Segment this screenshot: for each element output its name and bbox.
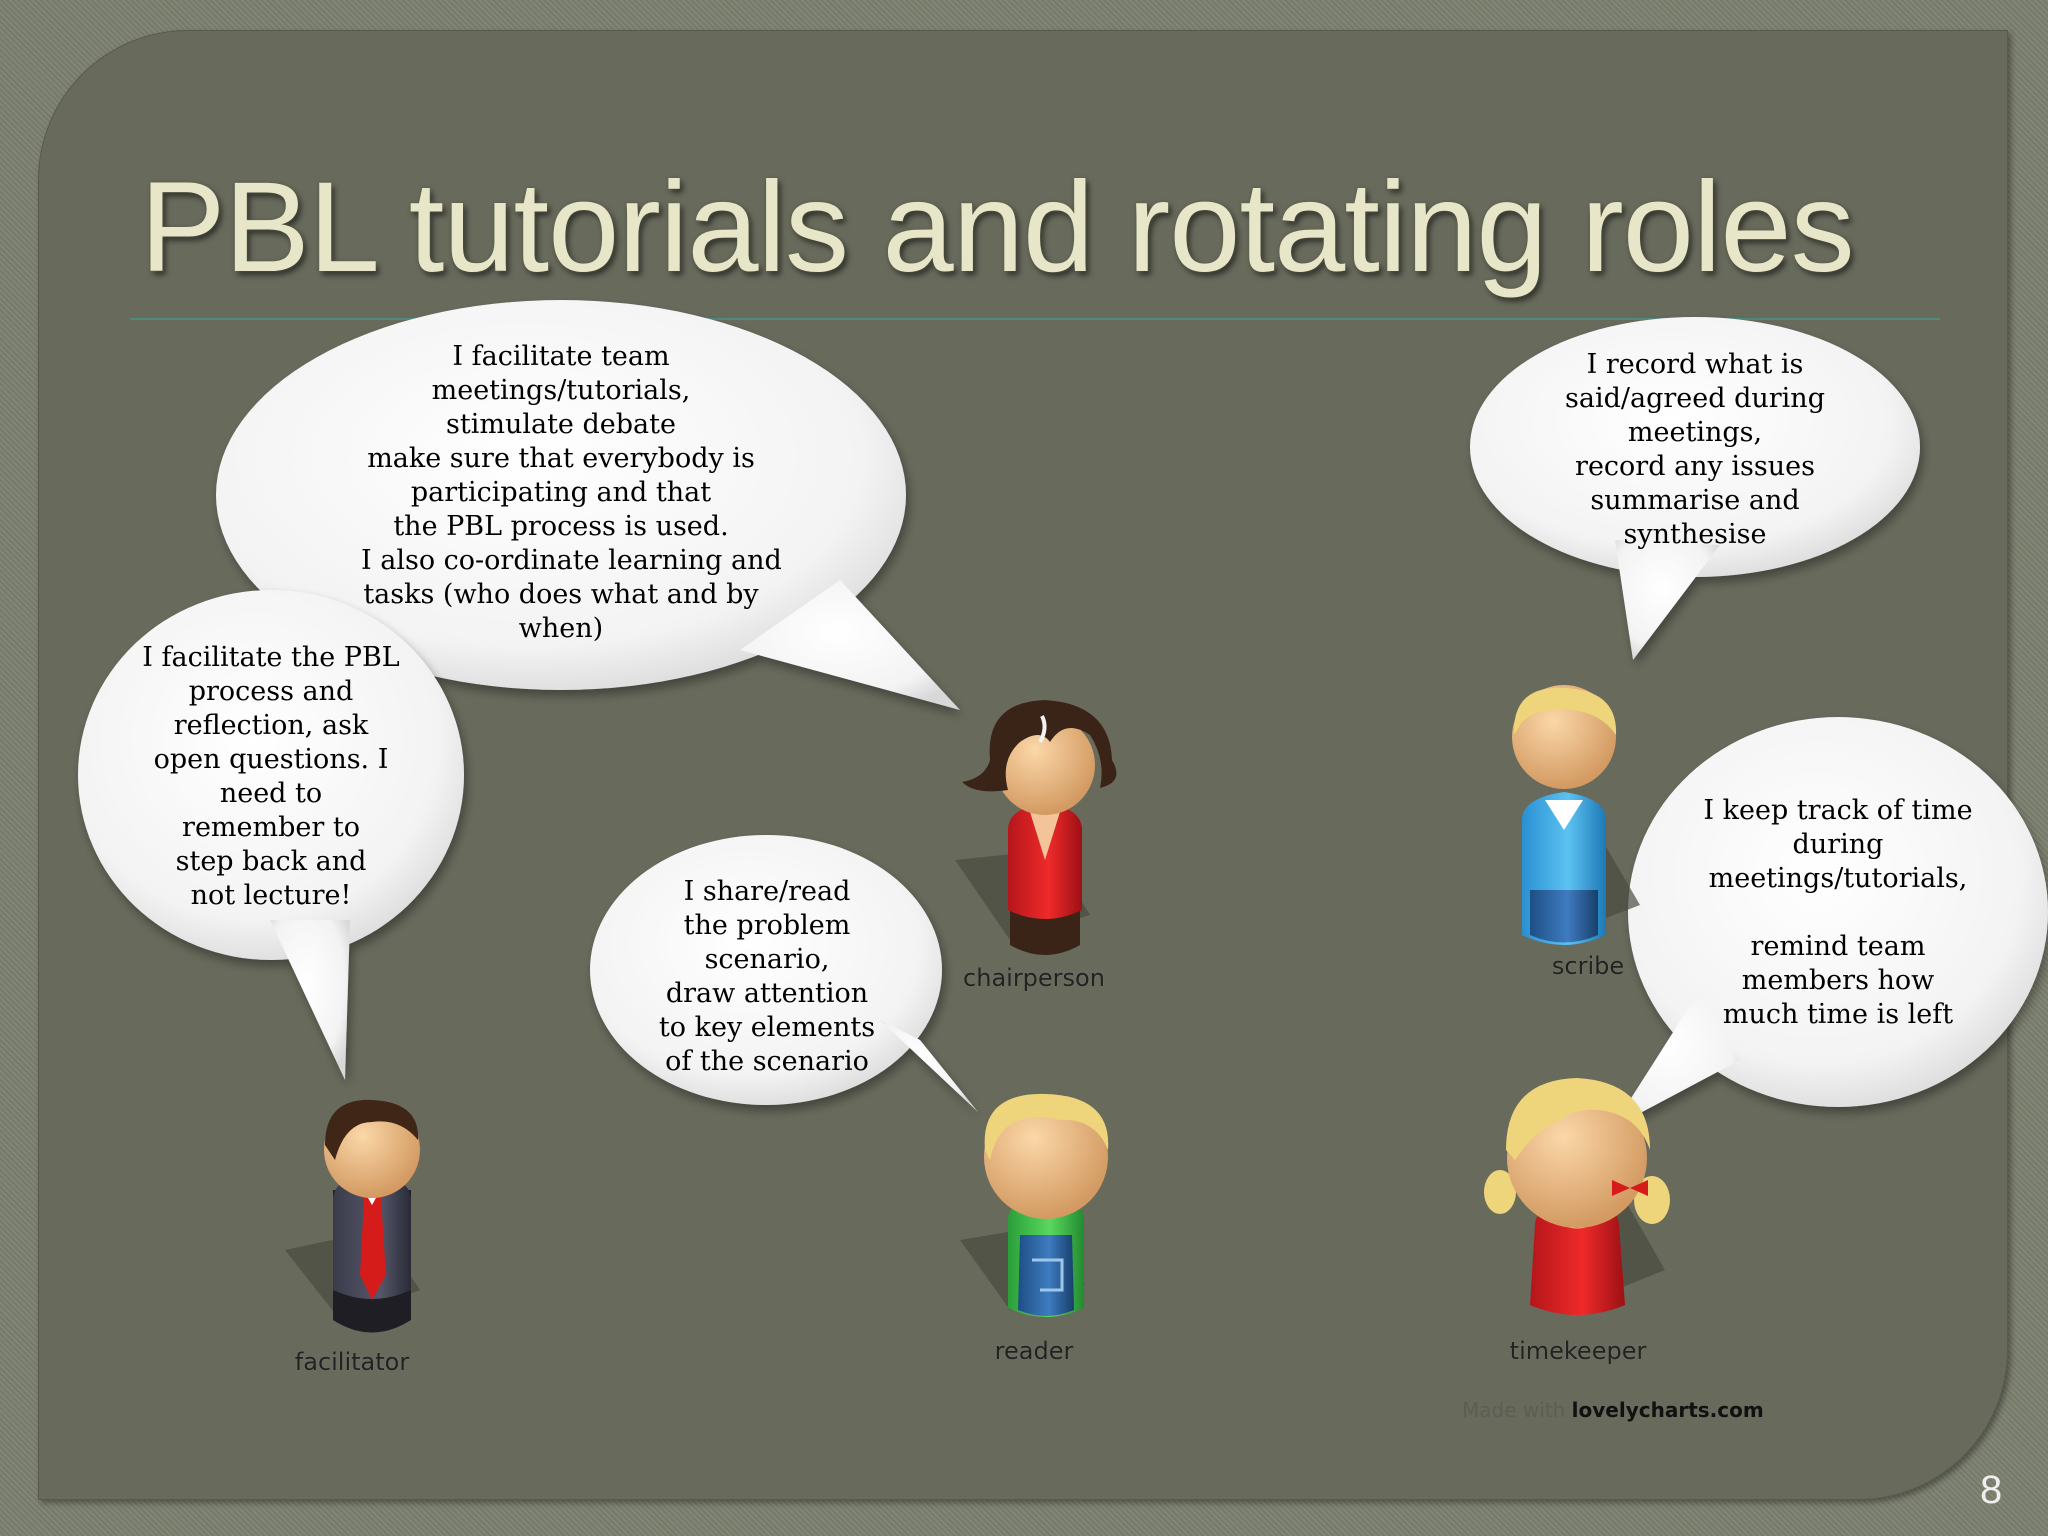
facilitator-label: facilitator: [294, 1348, 410, 1376]
speech-line: remember to: [182, 812, 360, 843]
lovelycharts-credit: Made with lovelycharts.com: [1462, 1398, 1764, 1422]
speech-line: I facilitate the PBL: [142, 642, 400, 673]
speech-line: I facilitate team: [452, 341, 670, 372]
credit-brand: lovelycharts.com: [1571, 1398, 1764, 1422]
speech-line: I keep track of time: [1703, 795, 1973, 826]
speech-line: meetings,: [1627, 417, 1763, 448]
facilitator-speech-bubble: [78, 590, 464, 1080]
reader-label: reader: [994, 1337, 1074, 1365]
speech-line: summarise and: [1590, 485, 1800, 516]
speech-line: of the scenario: [665, 1046, 869, 1077]
scribe-label: scribe: [1551, 952, 1625, 980]
timekeeper-speech-bubble: [1612, 717, 2048, 1128]
speech-line: make sure that everybody is: [367, 443, 755, 474]
chairperson-speech-bubble: [216, 300, 960, 710]
speech-line: process and: [188, 676, 354, 707]
speech-line: during: [1792, 829, 1884, 860]
speech-line: said/agreed during: [1565, 383, 1825, 414]
page-number: 8: [1980, 1468, 2003, 1512]
speech-line: stimulate debate: [446, 409, 676, 440]
speech-line: the problem: [683, 910, 851, 941]
speech-line: synthesise: [1623, 519, 1767, 550]
speech-line: tasks (who does what and by: [363, 579, 759, 610]
speech-line: members how: [1741, 965, 1935, 996]
reader-speech-bubble: [590, 835, 978, 1112]
chairperson-label: chairperson: [963, 964, 1105, 992]
speech-line: draw attention: [665, 978, 869, 1009]
reader-figure: [960, 1093, 1109, 1317]
speech-line: not lecture!: [190, 880, 352, 911]
speech-line: meetings/tutorials,: [1708, 863, 1968, 894]
speech-line: when): [518, 613, 604, 644]
speech-line: to key elements: [658, 1012, 876, 1043]
slide-title: PBL tutorials and rotating roles: [140, 156, 1855, 299]
speech-line: record any issues: [1575, 451, 1815, 482]
speech-line: reflection, ask: [173, 710, 369, 741]
speech-line: scenario,: [704, 944, 830, 975]
timekeeper-figure: [1484, 1078, 1670, 1315]
speech-line: I also co-ordinate learning and: [361, 545, 782, 576]
speech-line: I record what is: [1586, 349, 1804, 380]
scribe-speech-bubble: [1470, 317, 1920, 660]
speech-line: step back and: [175, 846, 367, 877]
title-divider: [130, 318, 1940, 320]
speech-line: open questions. I: [153, 744, 389, 775]
speech-line: remind team: [1750, 931, 1926, 962]
speech-line: the PBL process is used.: [393, 511, 729, 542]
credit-prefix: Made with: [1462, 1398, 1566, 1422]
scribe-figure: [1512, 685, 1640, 945]
speech-line: much time is left: [1722, 999, 1954, 1030]
speech-line: [1688, 896, 1988, 930]
chairperson-figure: [955, 700, 1117, 955]
speech-line: meetings/tutorials,: [431, 375, 691, 406]
timekeeper-label: timekeeper: [1509, 1337, 1647, 1365]
speech-line: need to: [219, 778, 323, 809]
speech-line: participating and that: [410, 477, 712, 508]
facilitator-figure: [285, 1099, 420, 1333]
speech-line: I share/read: [683, 876, 851, 907]
